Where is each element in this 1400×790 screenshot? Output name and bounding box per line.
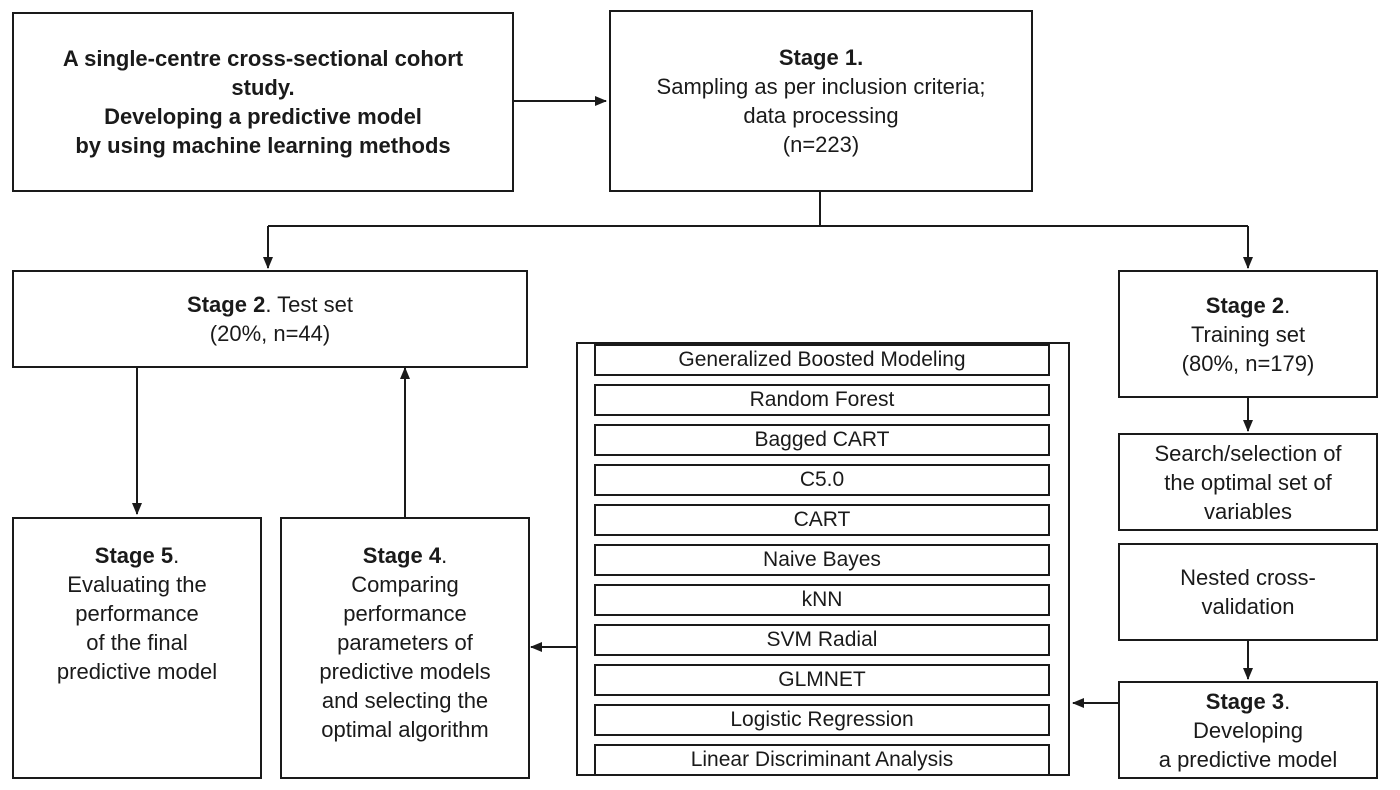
algorithm-svm-radial: SVM Radial	[594, 624, 1050, 656]
stage2-test-title: Stage 2	[187, 292, 266, 317]
stage5-box: Stage 5. Evaluating the performance of t…	[12, 517, 262, 779]
stage1-box: Stage 1. Sampling as per inclusion crite…	[609, 10, 1033, 192]
search-line-1: Search/selection of	[1154, 440, 1342, 466]
variable-selection-box: Search/selection of the optimal set of v…	[1118, 433, 1378, 531]
stage2-test-detail: (20%, n=44)	[209, 321, 331, 346]
stage1-title: Stage 1.	[778, 45, 864, 70]
stage3-title-suffix: .	[1284, 688, 1291, 714]
study-line-1: A single-centre cross-sectional cohort	[62, 46, 464, 71]
study-line-2: study.	[231, 75, 295, 100]
algorithm-logistic-regression: Logistic Regression	[594, 704, 1050, 736]
stage4-line-4: predictive models	[319, 659, 491, 684]
stage2-test-title-suffix: . Test set	[265, 292, 353, 317]
stage5-title-suffix: .	[173, 543, 180, 568]
stage4-line-3: parameters of	[337, 630, 473, 655]
algorithm-c50: C5.0	[594, 464, 1050, 496]
stage2-test-set-box: Stage 2. Test set (20%, n=44)	[12, 270, 528, 368]
study-description-box: A single-centre cross-sectional cohort s…	[12, 12, 514, 192]
stage2-train-line-2: (80%, n=179)	[1181, 350, 1315, 376]
stage4-title-suffix: .	[441, 543, 448, 568]
stage3-line-2: a predictive model	[1158, 746, 1338, 772]
study-line-4: by using machine learning methods	[75, 133, 451, 158]
stage4-line-5: and selecting the	[321, 688, 489, 713]
stage2-train-heading: Stage 2.	[1206, 291, 1290, 320]
stage5-heading: Stage 5.	[95, 541, 179, 570]
stage4-line-1: Comparing	[351, 572, 459, 597]
stage5-line-3: of the final	[86, 630, 188, 655]
stage3-line-1: Developing	[1192, 717, 1304, 743]
search-line-2: the optimal set of	[1164, 469, 1332, 495]
search-line-3: variables	[1203, 498, 1293, 524]
stage4-title: Stage 4	[362, 543, 442, 568]
stage2-training-set-box: Stage 2. Training set (80%, n=179)	[1118, 270, 1378, 398]
stage4-box: Stage 4. Comparing performance parameter…	[280, 517, 530, 779]
algorithm-random-forest: Random Forest	[594, 384, 1050, 416]
stage5-line-4: predictive model	[56, 659, 218, 684]
stage4-line-6: optimal algorithm	[321, 717, 489, 742]
stage3-title: Stage 3	[1205, 688, 1285, 714]
stage5-line-1: Evaluating the	[67, 572, 207, 597]
algorithm-knn: kNN	[594, 584, 1050, 616]
algorithm-cart: CART	[594, 504, 1050, 536]
study-line-3: Developing a predictive model	[104, 104, 422, 129]
stage1-line-3: (n=223)	[782, 132, 860, 157]
stage5-title: Stage 5	[94, 543, 174, 568]
stage3-heading: Stage 3.	[1206, 687, 1290, 716]
stage2-train-title-suffix: .	[1284, 292, 1291, 318]
stage3-box: Stage 3. Developing a predictive model	[1118, 681, 1378, 779]
algorithm-naive-bayes: Naive Bayes	[594, 544, 1050, 576]
stage4-heading: Stage 4.	[363, 541, 447, 570]
algorithm-bagged-cart: Bagged CART	[594, 424, 1050, 456]
nested-line-1: Nested cross-	[1180, 565, 1316, 590]
stage1-line-1: Sampling as per inclusion criteria;	[656, 74, 986, 99]
stage2-train-line-1: Training set	[1190, 321, 1306, 347]
stage4-line-2: performance	[343, 601, 467, 626]
stage1-line-2: data processing	[743, 103, 899, 128]
stage2-train-title: Stage 2	[1205, 292, 1285, 318]
nested-cross-validation-box: Nested cross- validation	[1118, 543, 1378, 641]
algorithm-glmnet: GLMNET	[594, 664, 1050, 696]
stage2-test-heading: Stage 2. Test set	[187, 290, 353, 319]
stage5-line-2: performance	[75, 601, 199, 626]
algorithm-linear-discriminant-analysis: Linear Discriminant Analysis	[594, 744, 1050, 776]
algorithm-generalized-boosted-modeling: Generalized Boosted Modeling	[594, 344, 1050, 376]
nested-line-2: validation	[1201, 594, 1295, 619]
